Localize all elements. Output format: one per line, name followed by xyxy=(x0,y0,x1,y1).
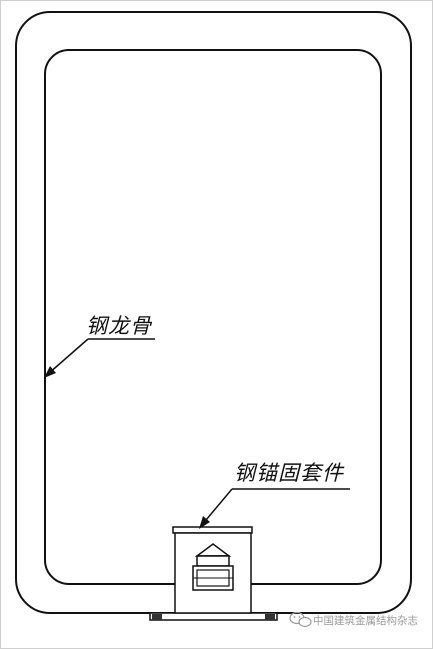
wechat-icon xyxy=(289,611,312,628)
keel-outer-outline xyxy=(15,11,412,614)
watermark: 中国建筑金属结构杂志 xyxy=(289,611,418,628)
anchor-bracket xyxy=(172,526,253,614)
anchor-leader-arrowhead xyxy=(199,516,210,529)
watermark-text: 中国建筑金属结构杂志 xyxy=(313,614,418,627)
keel-leader xyxy=(44,338,155,378)
keel-label: 钢龙骨 xyxy=(86,314,153,338)
anchor-leader xyxy=(199,488,350,529)
anchor-base-plate xyxy=(149,612,278,621)
anchor-label: 钢锚固套件 xyxy=(234,461,345,485)
keel-leader-arrowhead xyxy=(44,366,56,378)
